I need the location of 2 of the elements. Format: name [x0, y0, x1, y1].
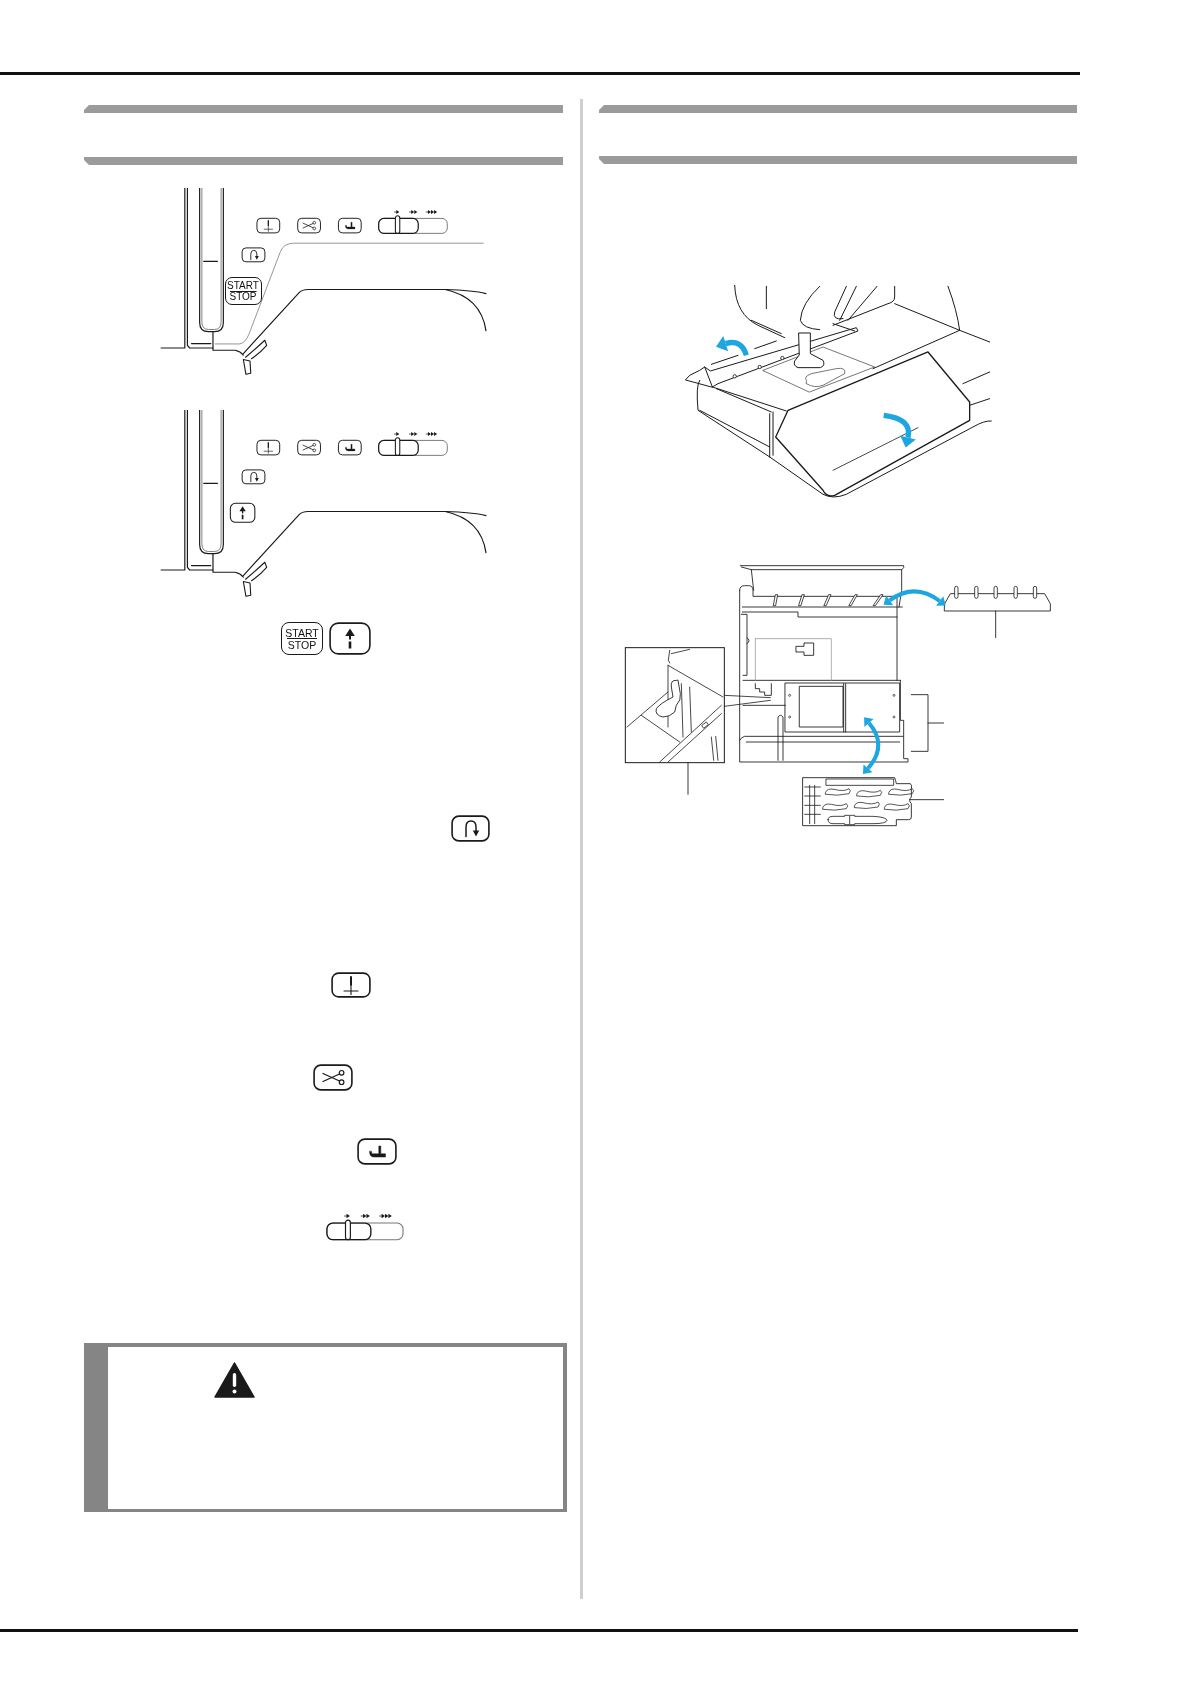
start-stop-button: START STOP	[281, 622, 323, 655]
start-stop-button: START STOP	[224, 277, 262, 305]
